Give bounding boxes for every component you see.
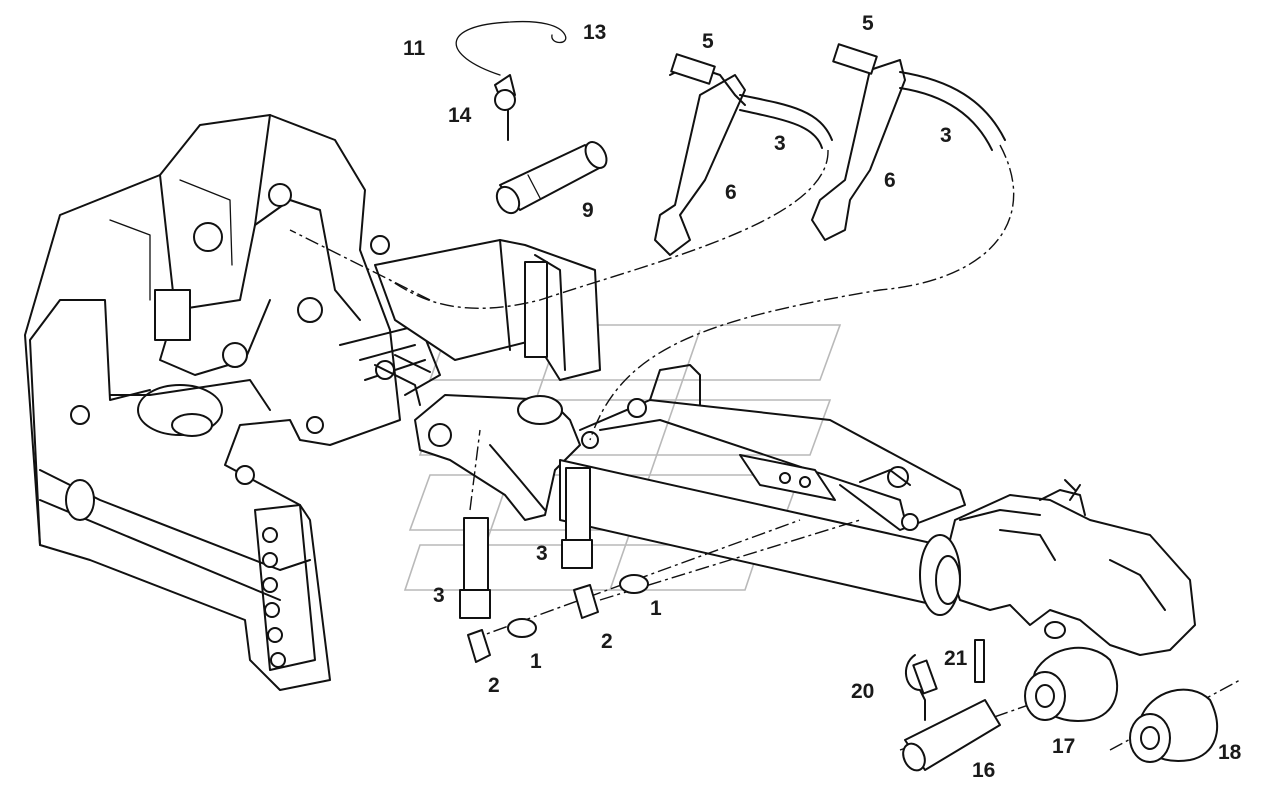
fitting-group-left xyxy=(459,467,649,663)
fork-left xyxy=(654,53,833,256)
callout-17: 17 xyxy=(1052,735,1076,758)
callout-3: 3 xyxy=(774,132,786,155)
spare-parts xyxy=(902,639,1219,772)
callout-6: 6 xyxy=(725,181,737,204)
callout-1: 1 xyxy=(650,597,662,620)
callout-3: 3 xyxy=(433,584,445,607)
callout-3: 3 xyxy=(536,542,548,565)
callout-2: 2 xyxy=(601,630,613,653)
callout-5: 5 xyxy=(702,30,714,53)
callout-16: 16 xyxy=(972,759,996,782)
callout-6: 6 xyxy=(884,169,896,192)
front-frame-bracket xyxy=(24,114,441,691)
pin-9 xyxy=(495,141,608,215)
callout-11: 11 xyxy=(403,37,426,60)
callout-3: 3 xyxy=(940,124,952,147)
lynch-pin-14 xyxy=(455,20,567,141)
callout-13: 13 xyxy=(583,21,607,44)
callout-21: 21 xyxy=(944,647,968,670)
hitch-hook xyxy=(919,479,1196,656)
callout-18: 18 xyxy=(1218,741,1242,764)
fork-right xyxy=(811,43,1006,241)
callout-14: 14 xyxy=(448,104,472,127)
callout-2: 2 xyxy=(488,674,500,697)
callout-5: 5 xyxy=(862,12,874,35)
rear-mount-block xyxy=(374,239,601,406)
callout-9: 9 xyxy=(582,199,594,222)
callout-1: 1 xyxy=(530,650,542,673)
callout-20: 20 xyxy=(851,680,875,703)
hitch-cylinder-assembly xyxy=(414,364,966,606)
